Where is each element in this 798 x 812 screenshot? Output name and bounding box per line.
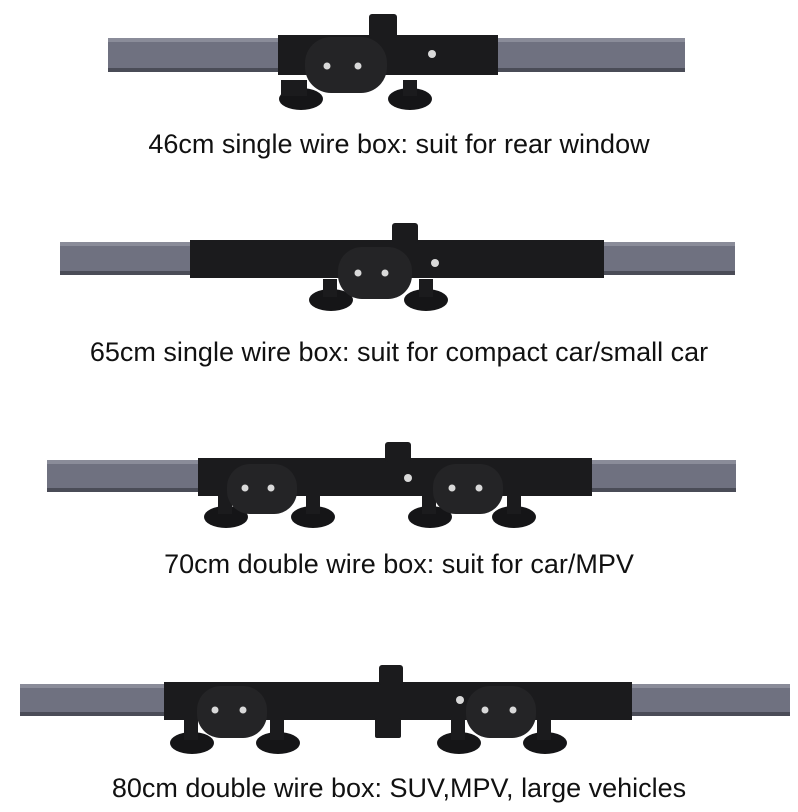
rail-left — [20, 684, 168, 716]
suction-cup — [170, 732, 214, 754]
suction-cup — [256, 732, 300, 754]
suction-cup — [291, 506, 335, 528]
product-46cm: 46cm single wire box: suit for rear wind… — [0, 0, 798, 175]
caption-80cm: 80cm double wire box: SUV,MPV, large veh… — [111, 773, 687, 803]
product-photo-46cm — [108, 14, 685, 110]
suction-cup — [204, 506, 248, 528]
wire-box — [305, 37, 387, 93]
top-clip — [369, 14, 397, 38]
top-clip — [379, 665, 403, 685]
suction-cup — [523, 732, 567, 754]
suction-cup — [437, 732, 481, 754]
screw — [456, 696, 464, 704]
rail-left — [60, 242, 195, 275]
product-70cm: 70cm double wire box: suit for car/MPV — [0, 438, 798, 588]
suction-cup-left — [309, 289, 353, 311]
product-80cm: 80cm double wire box: SUV,MPV, large veh… — [0, 660, 798, 812]
rail-right — [588, 460, 736, 492]
rail-right — [628, 684, 790, 716]
rail-right — [600, 242, 735, 275]
rail-left — [47, 460, 202, 492]
wire-box — [338, 247, 412, 299]
screw — [404, 474, 412, 482]
suction-cup — [408, 506, 452, 528]
caption-70cm: 70cm double wire box: suit for car/MPV — [164, 549, 634, 579]
rail-right — [497, 38, 685, 72]
top-clip — [385, 442, 411, 462]
product-photo-70cm — [47, 442, 736, 528]
bottom-clip — [375, 718, 401, 738]
suction-cup-right — [388, 88, 432, 110]
wire-box-right — [433, 464, 503, 514]
product-photo-65cm — [60, 223, 735, 311]
wire-box-right — [466, 686, 536, 738]
product-photo-80cm — [20, 665, 790, 754]
suction-cup-right — [404, 289, 448, 311]
screw — [428, 50, 436, 58]
caption-65cm: 65cm single wire box: suit for compact c… — [89, 337, 709, 367]
suction-cup — [492, 506, 536, 528]
caption-46cm: 46cm single wire box: suit for rear wind… — [148, 129, 650, 159]
product-65cm: 65cm single wire box: suit for compact c… — [0, 215, 798, 375]
wire-box-left — [227, 464, 297, 514]
rail-left — [108, 38, 283, 72]
wire-box-left — [197, 686, 267, 738]
screw — [431, 259, 439, 267]
top-clip — [392, 223, 418, 243]
